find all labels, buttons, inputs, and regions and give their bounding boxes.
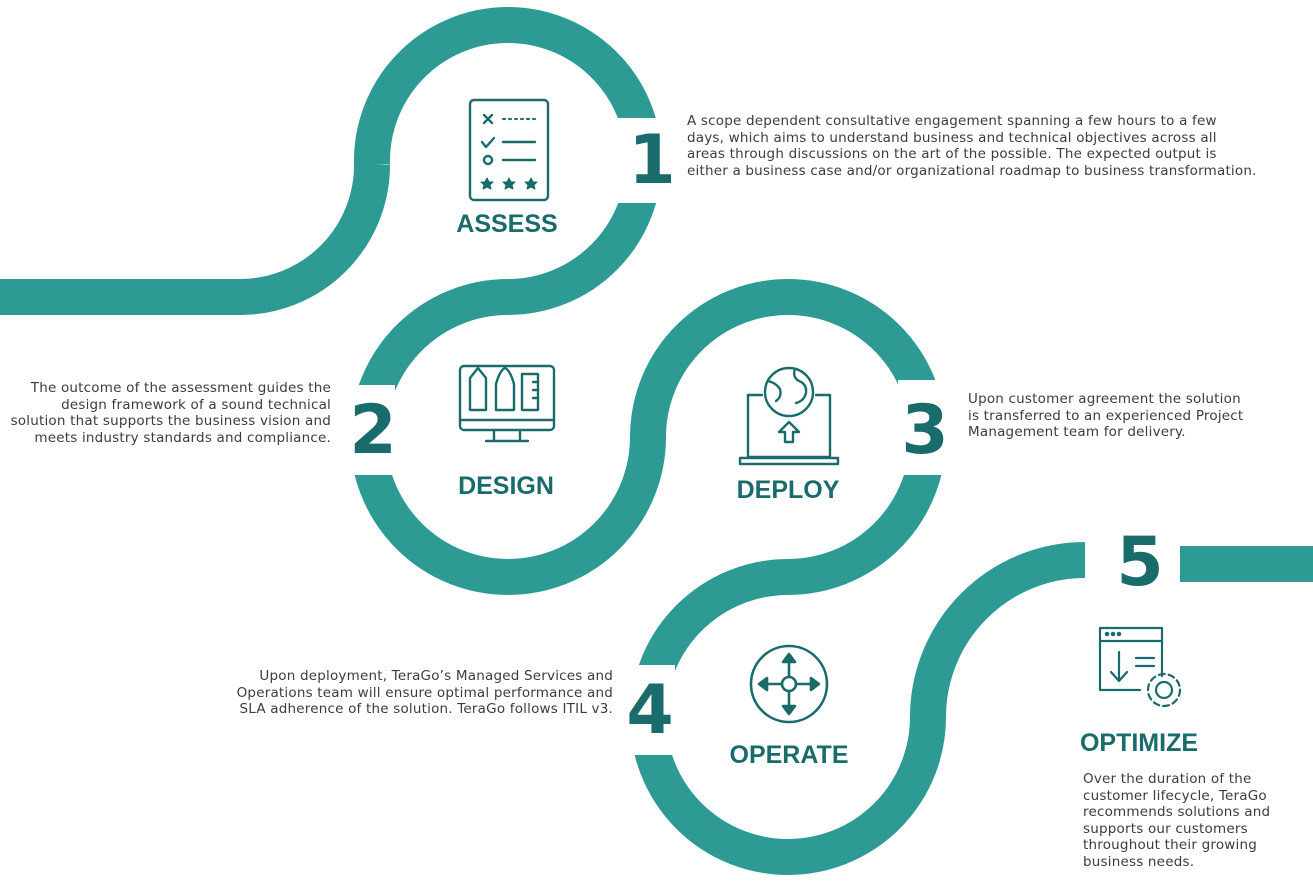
step-number-4: 4 [626,671,673,750]
gap-cut-1 [615,118,675,203]
step-description-operate: Upon deployment, TeraGo’s Managed Servic… [236,668,613,717]
step-label-design: DESIGN [458,472,554,500]
compass-icon [749,644,829,724]
checklist-icon [468,98,550,202]
laptop-upload-icon [738,366,840,466]
serpentine-band [0,7,1313,875]
step-description-design: The outcome of the assessment guides the… [10,380,331,446]
step-number-2: 2 [349,391,396,470]
step-label-operate: OPERATE [730,741,849,769]
step-number-3: 3 [901,391,948,470]
gap-cut-3 [898,380,953,475]
step-description-optimize: Over the duration of the customer lifecy… [1083,771,1271,870]
step-number-5: 5 [1116,523,1163,602]
step-label-optimize: OPTIMIZE [1080,729,1198,757]
gap-cut-4 [620,665,675,755]
step-label-deploy: DEPLOY [737,476,840,504]
step-label-assess: ASSESS [456,210,557,238]
design-monitor-icon [458,364,556,443]
step-description-deploy: Upon customer agreement the solution is … [968,391,1244,440]
step-description-assess: A scope dependent consultative engagemen… [687,113,1257,179]
gap-cut-2 [345,385,395,475]
step-number-1: 1 [628,121,675,200]
optimize-settings-icon [1098,626,1182,708]
